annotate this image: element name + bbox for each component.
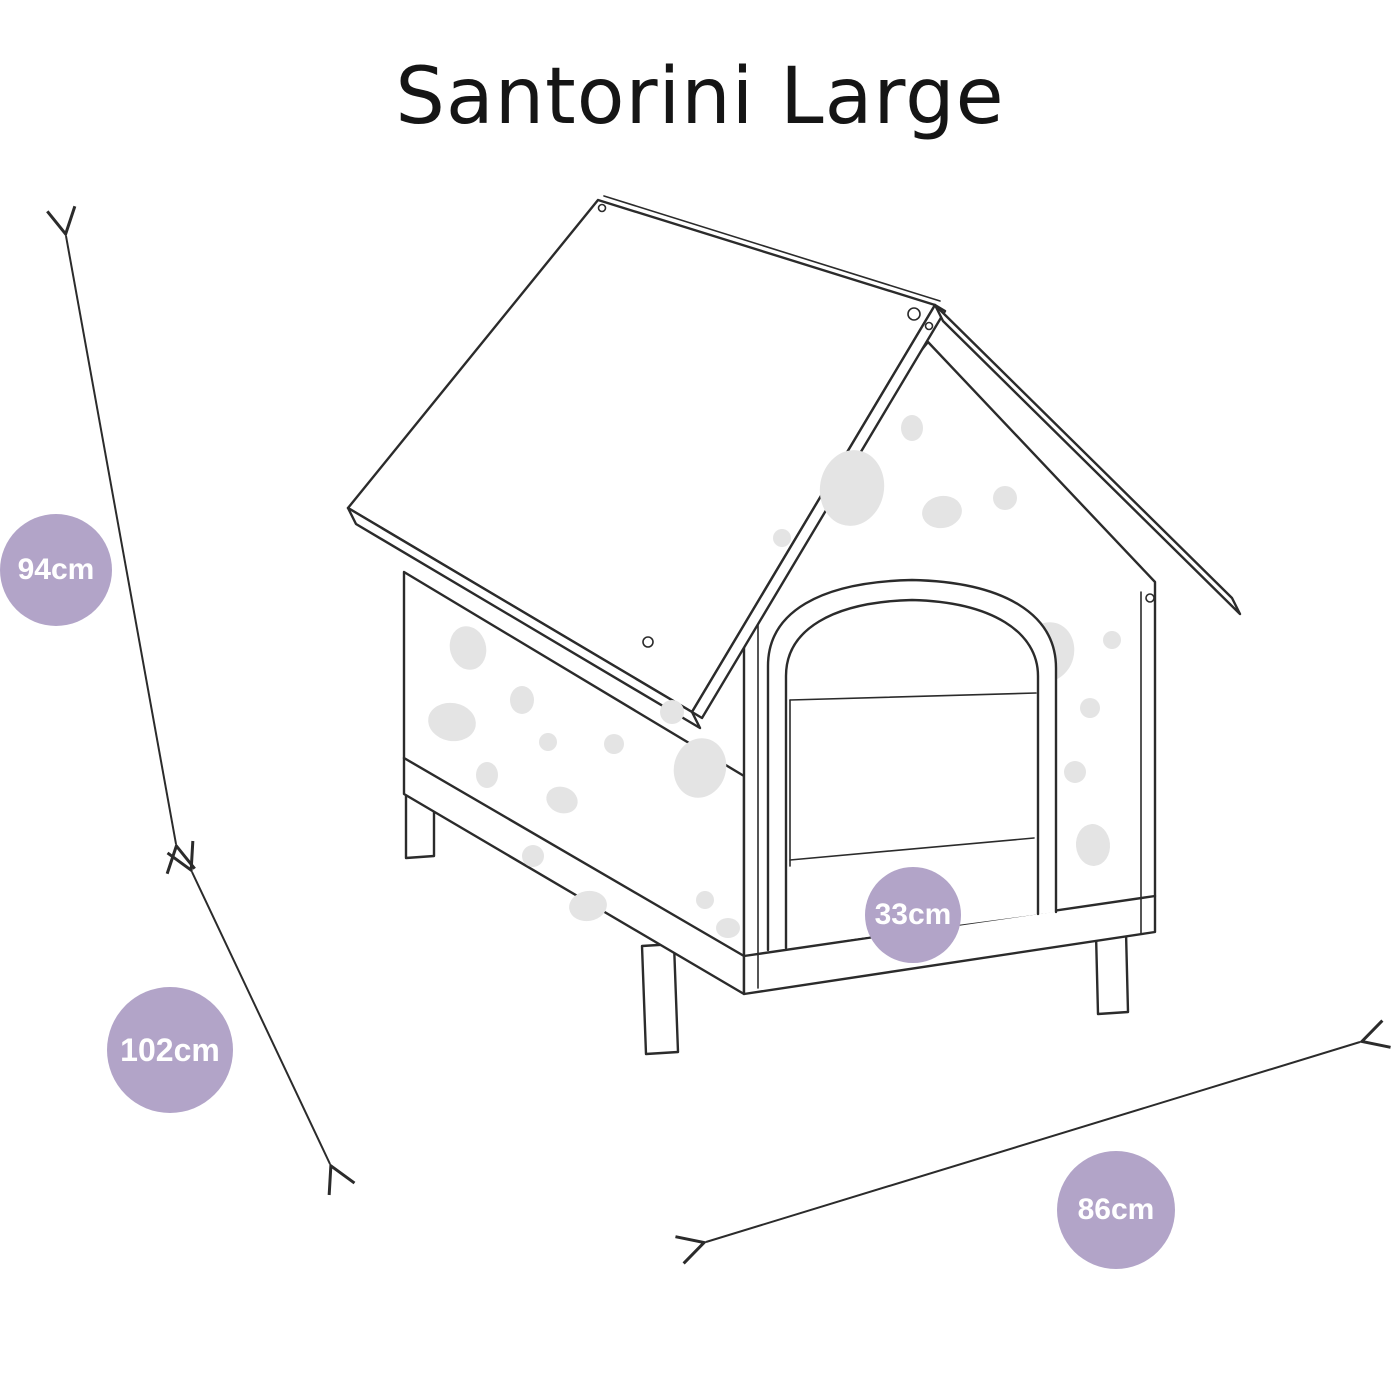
- doghouse-roof: [346, 195, 1242, 730]
- doghouse-door-arch: [766, 578, 1058, 952]
- height-dimension-badge: 94cm: [0, 514, 112, 626]
- page-title: Santorini Large: [395, 52, 1005, 142]
- width-dimension-arrow: [675, 1019, 1391, 1265]
- depth-dimension-badge: 102cm: [107, 987, 233, 1113]
- dimension-lines: [46, 205, 1391, 1265]
- doghouse: [346, 195, 1242, 1056]
- width-dimension-badge: 86cm: [1057, 1151, 1175, 1269]
- door-width-dimension-badge: 33cm: [865, 867, 961, 963]
- height-dimension-arrow: [46, 205, 196, 875]
- depth-dimension-arrow: [166, 840, 356, 1196]
- doghouse-legs: [404, 788, 1130, 1056]
